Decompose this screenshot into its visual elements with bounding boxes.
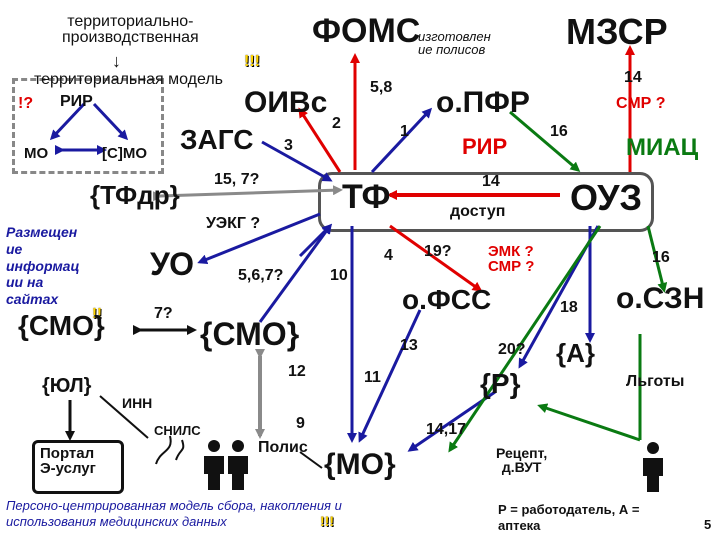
arrow-tf-oivs <box>298 107 342 173</box>
a-node: {А} <box>556 338 596 368</box>
label-16-r: 16 <box>652 249 670 266</box>
polis-label: Полис <box>258 439 308 456</box>
arrow-mzsr-opfr <box>509 110 581 172</box>
person-icon <box>204 440 248 490</box>
ouz-node: ОУЗ <box>570 177 643 218</box>
smo-left-node: [С]МО <box>102 145 147 162</box>
smr-tr-label: СМР ? <box>616 95 666 112</box>
r-node: {Р} <box>480 368 521 399</box>
territorial-model-dashed-box <box>12 78 164 174</box>
label-14-17: 14,17 <box>426 421 467 438</box>
arrow-rir-smo <box>92 102 129 141</box>
q-rir-label: !? <box>18 95 34 112</box>
label-12: 12 <box>288 363 306 380</box>
arrow-ouz-mo <box>448 225 602 453</box>
excl-top: !!! <box>244 53 260 70</box>
terr-model-label: территориальная модель <box>34 71 223 88</box>
legend-label: Р = работодатель, А = аптека <box>498 502 640 533</box>
razmeshen-label: Размещен ие информац ии на сайтах <box>6 224 80 308</box>
dostup-label: доступ <box>450 203 506 220</box>
terr-prod-label: территориально- производственная <box>62 13 199 46</box>
arrow-ofss-mo <box>358 309 422 443</box>
label-7: 7? <box>154 305 173 322</box>
foms-node: ФОМС <box>312 12 421 50</box>
label-14-mid: 14 <box>482 173 500 190</box>
label-11: 11 <box>364 369 381 386</box>
arrow-tf-uo <box>197 212 321 265</box>
label-18: 18 <box>560 299 578 316</box>
rir-left-node: РИР <box>60 93 93 110</box>
page-number: 5 <box>704 517 712 532</box>
mo-bottom-node: {МО} <box>324 448 396 481</box>
smo-mid-node: {СМО} <box>200 316 300 352</box>
arrow-r-recept <box>537 403 641 442</box>
smo-big-left-node: {СМО} <box>18 310 105 341</box>
snils-label: СНИЛС <box>154 423 201 438</box>
portal-label: Портал Э-услуг <box>40 445 96 477</box>
arrow-tfdr-uo <box>152 185 343 202</box>
arrow-rir-mo <box>49 102 86 141</box>
izgotovlen-label: изготовлен ие полисов <box>418 29 491 57</box>
inn-label: ИНН <box>122 395 153 411</box>
uekg-label: УЭКГ ? <box>206 215 261 232</box>
oivs-node: ОИВс <box>244 86 328 119</box>
label-14-tr: 14 <box>624 69 642 86</box>
arrow-down-icon: ↓ <box>112 51 121 71</box>
excl-footer: !!! <box>320 513 334 529</box>
arrow-snils-snils <box>175 439 185 461</box>
label-3: 3 <box>284 137 293 154</box>
arrow-tf-ofss <box>389 224 483 292</box>
label-19: 19? <box>424 243 452 260</box>
mo-left-node: МО <box>24 145 49 162</box>
zags-node: ЗАГС <box>180 124 254 155</box>
label-2: 2 <box>332 115 341 132</box>
tf-node: ТФ <box>342 178 391 216</box>
rir-mid-node: РИР <box>462 134 508 159</box>
lgoty-label: Льготы <box>626 373 685 390</box>
arrow-ouz-oszn <box>646 225 668 293</box>
tfdr-node: {ТФдр} <box>90 180 180 210</box>
mzsr-node: МЗСР <box>566 11 668 52</box>
yul-node: {ЮЛ} <box>42 375 92 397</box>
excl-left: !! <box>92 305 102 322</box>
arrow-polis-mo <box>299 451 323 469</box>
arrow-yul-inn <box>99 395 149 439</box>
label-10: 10 <box>330 267 348 284</box>
footer-caption: Персоно-центрированная модель сбора, нак… <box>6 498 342 529</box>
person-icon <box>643 442 663 492</box>
label-9: 9 <box>296 415 305 432</box>
recept-label: Рецепт, д.ВУТ <box>496 445 548 475</box>
label-4: 4 <box>384 247 393 264</box>
label-16-tr: 16 <box>550 123 568 140</box>
label-5-6-7: 5,6,7? <box>238 267 284 284</box>
opfr-node: о.ПФР <box>436 86 530 119</box>
oszn-node: о.СЗН <box>616 282 705 315</box>
arrow-tf-opfr <box>370 107 433 174</box>
arrow-inn-snils <box>155 435 172 465</box>
arrow-zags-tf <box>261 140 333 182</box>
tf-box <box>318 172 654 232</box>
ofss-node: о.ФСС <box>402 284 492 315</box>
portal-box <box>32 440 124 494</box>
label-15-7: 15, 7? <box>214 171 260 188</box>
uo-node: УО <box>150 246 194 282</box>
label-20: 20? <box>498 341 526 358</box>
arrow-smo-tf <box>258 223 332 323</box>
label-1: 1 <box>400 123 409 140</box>
emk-label: ЭМК ? СМР ? <box>488 243 535 275</box>
label-5-8: 5,8 <box>370 79 393 96</box>
label-13: 13 <box>400 337 418 354</box>
miac-node: МИАЦ <box>626 134 699 161</box>
